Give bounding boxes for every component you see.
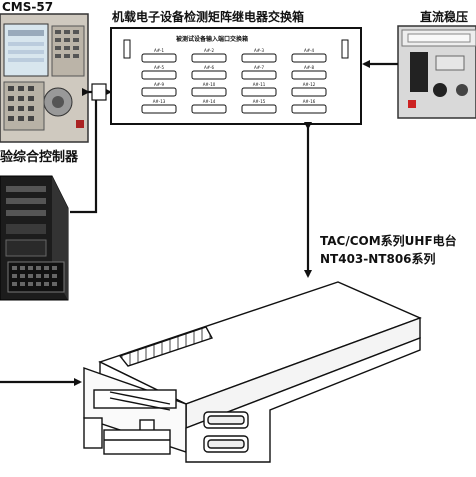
port-label: A#-6 (204, 65, 215, 70)
port-label: A#-5 (154, 65, 165, 70)
port-connector (241, 70, 277, 80)
port-label: A#-7 (254, 65, 265, 70)
link-controller-matrix (70, 92, 100, 214)
panel-title: 被测试设备输入端口交换箱 (176, 36, 249, 43)
port-label: A#-1 (154, 48, 165, 53)
port-label: A#-15 (253, 99, 266, 104)
port-connector (141, 104, 177, 114)
port-connector (141, 87, 177, 97)
port-label: A#-2 (204, 48, 215, 53)
port-label: A#-10 (203, 82, 216, 87)
port-label: A#-12 (303, 82, 316, 87)
cms-57-test-set (0, 13, 89, 143)
uhf-radio-unit (83, 281, 422, 463)
port-label: A#-14 (203, 99, 216, 104)
link-junction (91, 83, 107, 101)
port-connector (141, 53, 177, 63)
label-radio-series-1: TAC/COM系列UHF电台 (320, 234, 457, 248)
label-dc-supply: 直流稳压 (420, 10, 469, 24)
port-label: A#-13 (153, 99, 166, 104)
port-label: A#-8 (304, 65, 315, 70)
label-cms-57: CMS-57 (2, 0, 54, 14)
port-label: A#-16 (303, 99, 316, 104)
label-controller: 验综合控制器 (0, 150, 79, 165)
port-connector (291, 104, 327, 114)
port-label: A#-4 (304, 48, 315, 53)
dc-power-supply (397, 25, 476, 119)
port-label: A#-3 (254, 48, 265, 53)
port-label: A#-11 (253, 82, 266, 87)
port-connector (141, 70, 177, 80)
port-connector (291, 87, 327, 97)
port-connector (241, 104, 277, 114)
port-connector (191, 87, 227, 97)
port-connector (191, 70, 227, 80)
port-connector (191, 104, 227, 114)
port-connector (191, 53, 227, 63)
port-connector (291, 53, 327, 63)
port-connector (241, 53, 277, 63)
label-matrix-box: 机载电子设备检测矩阵继电器交换箱 (112, 10, 305, 24)
port-connector (291, 70, 327, 80)
label-radio-series-2: NT403-NT806系列 (320, 252, 436, 266)
port-label: A#-9 (154, 82, 165, 87)
port-connector (241, 87, 277, 97)
integrated-controller-server (0, 175, 69, 301)
